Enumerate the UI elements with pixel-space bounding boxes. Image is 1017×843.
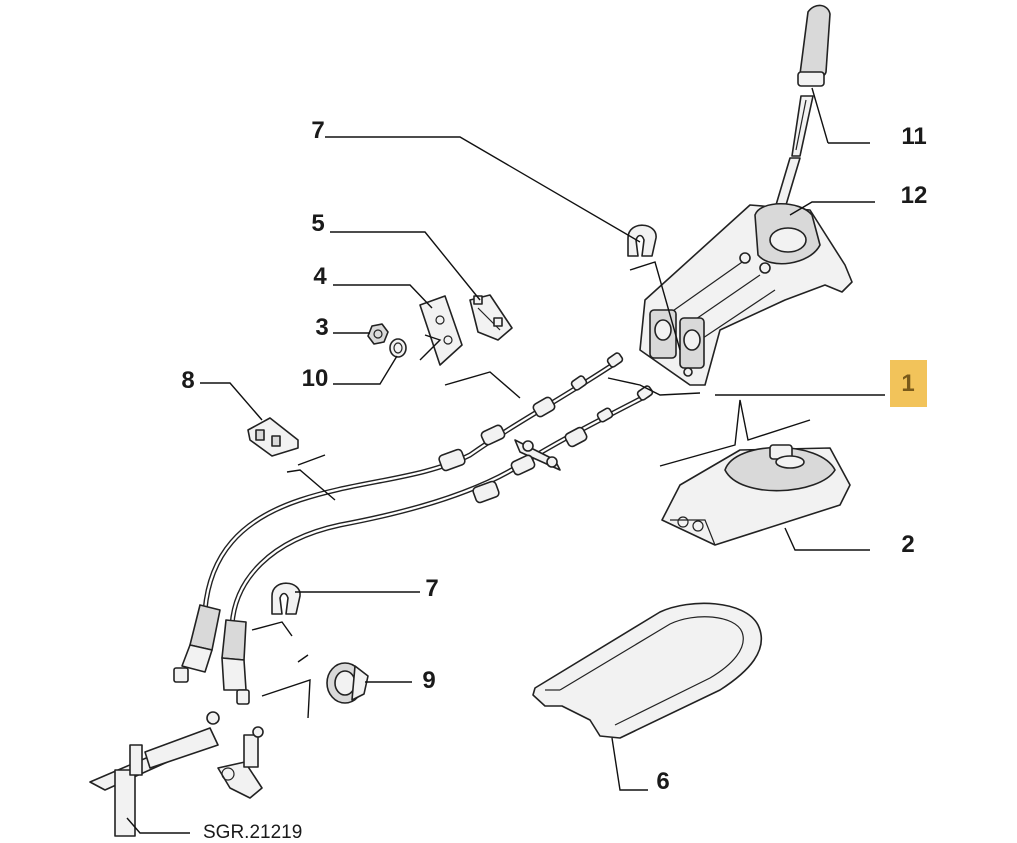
callout-1[interactable]: 1	[901, 370, 914, 397]
callout-labels: 1 2 3 4 5 6 7 7 8 9 10 11 12 SGR.21219	[181, 117, 927, 843]
console-trim-panel[interactable]	[532, 602, 763, 739]
callout-6[interactable]: 6	[656, 768, 669, 795]
callout-7-lower[interactable]: 7	[425, 575, 438, 602]
callout-2[interactable]: 2	[901, 531, 914, 558]
callout-8[interactable]: 8	[181, 367, 194, 394]
leader-lines	[126, 87, 885, 834]
gear-knob-lever[interactable]	[775, 4, 831, 206]
callout-1-highlight	[890, 360, 927, 407]
callout-3[interactable]: 3	[315, 314, 328, 341]
callout-4[interactable]: 4	[313, 263, 327, 290]
callout-5[interactable]: 5	[311, 210, 324, 237]
callout-11[interactable]: 11	[901, 123, 926, 150]
gearshift-housing[interactable]	[639, 203, 853, 386]
callout-7-upper[interactable]: 7	[311, 117, 324, 144]
gearbox-linkage[interactable]	[89, 711, 264, 837]
gearshift-cables[interactable]	[173, 352, 654, 705]
grommet[interactable]	[326, 662, 369, 704]
washer[interactable]	[389, 338, 407, 358]
callout-12[interactable]: 12	[901, 182, 928, 209]
callout-9[interactable]: 9	[422, 667, 435, 694]
cable-clip-lower[interactable]	[271, 582, 301, 615]
retaining-plate[interactable]	[419, 295, 463, 366]
callout-10[interactable]: 10	[302, 365, 329, 392]
section-break-marks	[251, 261, 811, 719]
hex-nut[interactable]	[367, 323, 389, 345]
cable-bracket[interactable]	[469, 294, 513, 341]
cable-clip-upper[interactable]	[627, 224, 657, 257]
cable-holder[interactable]	[247, 417, 299, 457]
reference-code: SGR.21219	[203, 822, 302, 843]
gear-boot-cover[interactable]	[661, 444, 851, 546]
